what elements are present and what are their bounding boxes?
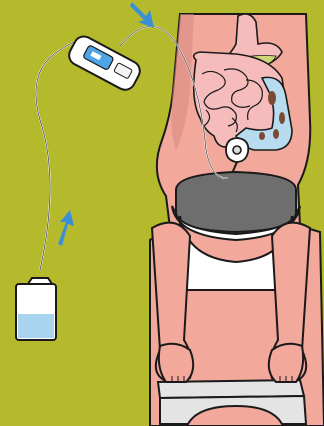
bag-water bbox=[18, 314, 54, 338]
toilet-bowl bbox=[176, 172, 296, 232]
tube-bag-to-pump bbox=[36, 40, 80, 270]
flow-arrow-up bbox=[58, 210, 74, 246]
catheter-valve bbox=[233, 146, 241, 154]
pump-control-icon bbox=[66, 33, 144, 93]
left-foot bbox=[159, 344, 193, 382]
flow-arrow-icon bbox=[58, 2, 154, 246]
water-bag-icon bbox=[16, 278, 56, 340]
flow-arrow-down-right bbox=[130, 2, 154, 28]
